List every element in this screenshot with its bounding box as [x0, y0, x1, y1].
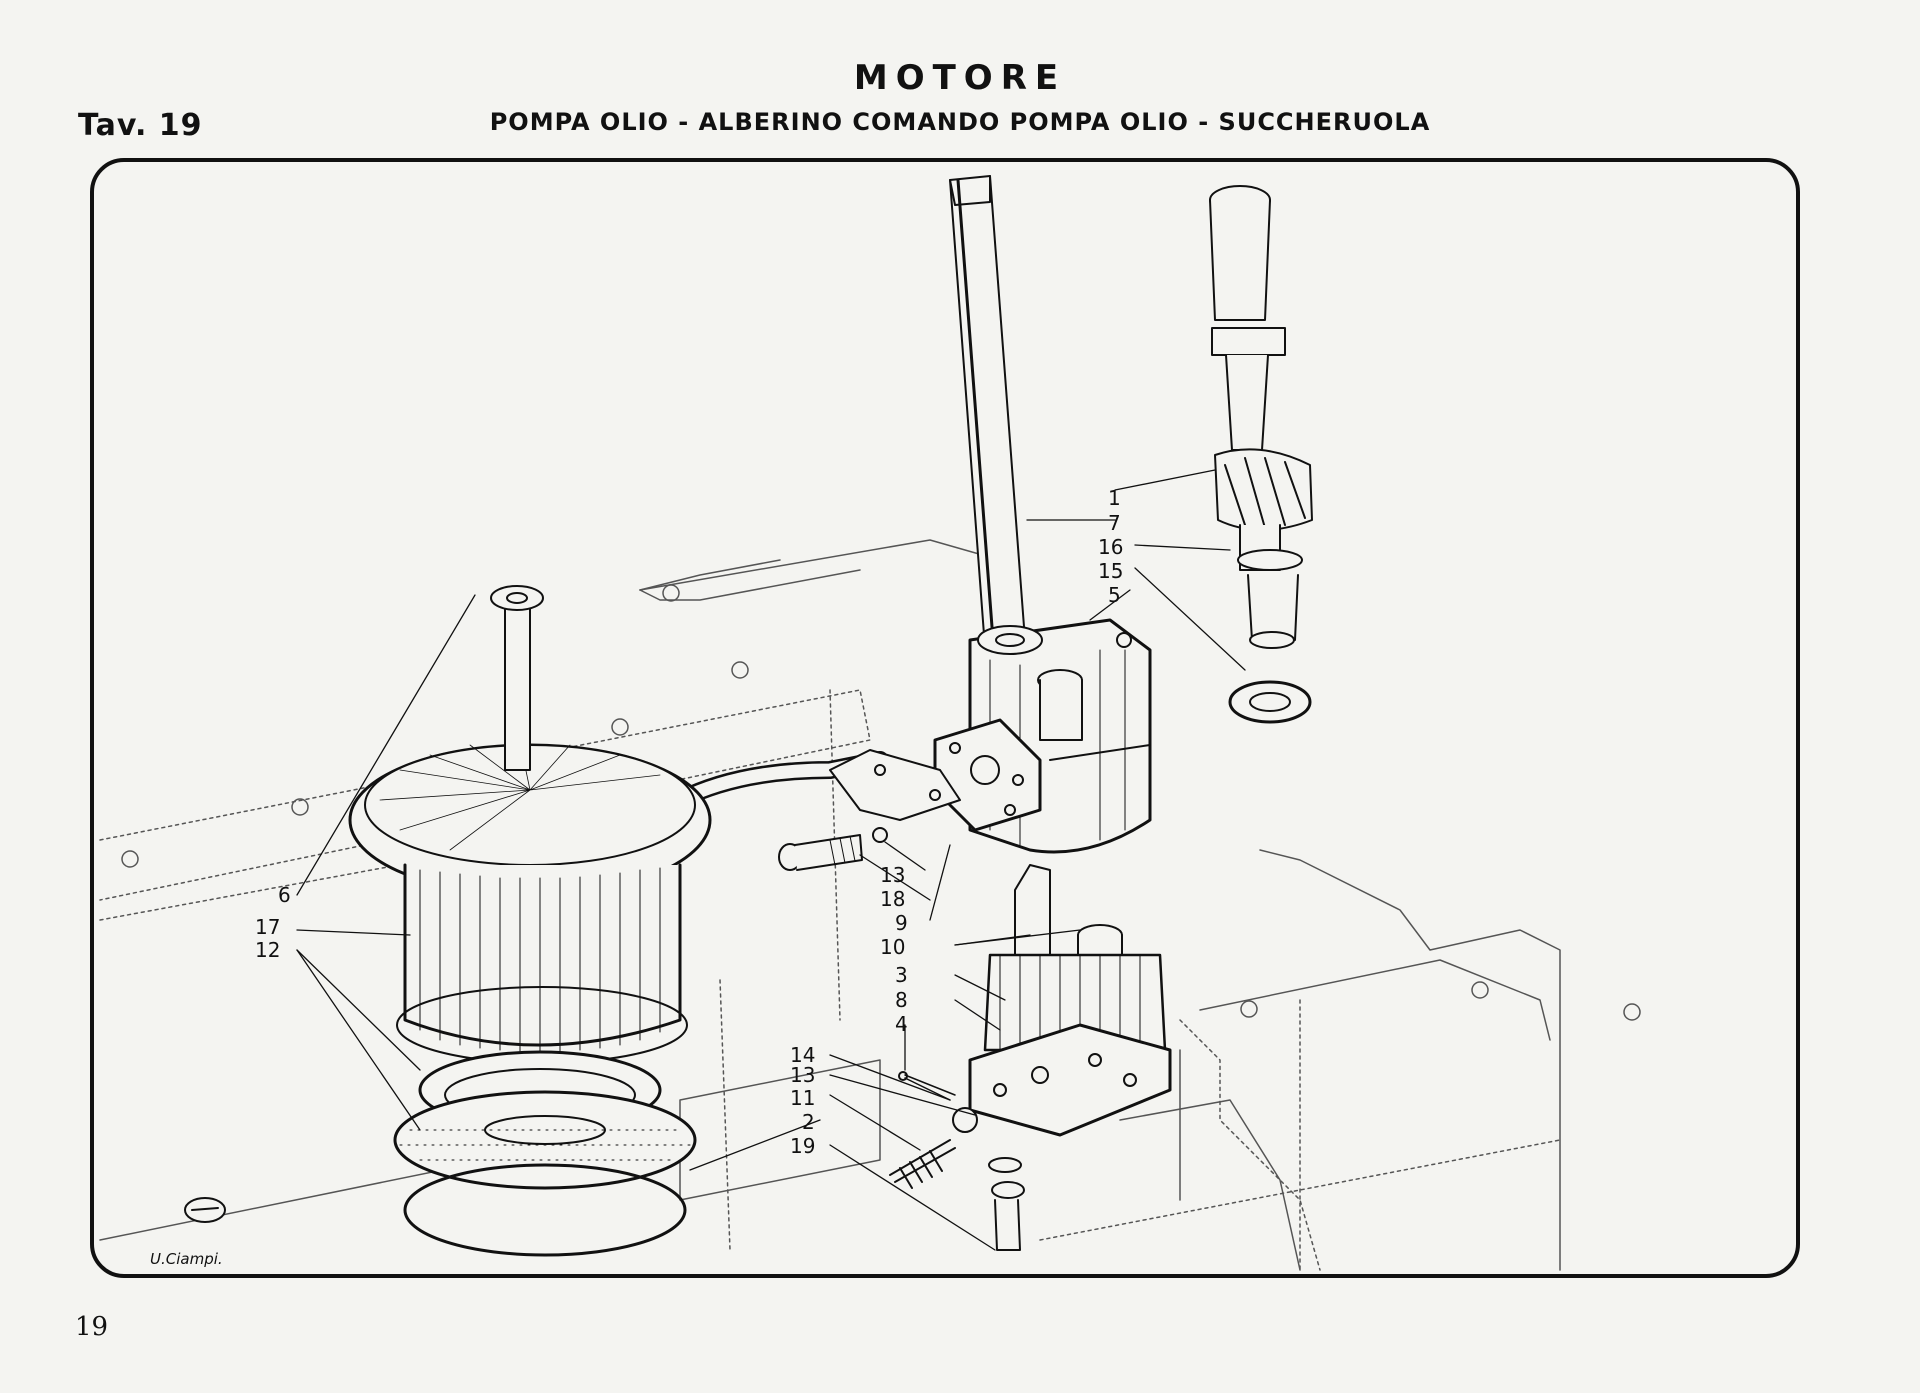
leader-lines: [296, 469, 1246, 1251]
lock-washer: [1228, 680, 1312, 724]
callout-9: 9: [895, 911, 908, 935]
strainer-mesh: [393, 1090, 697, 1190]
plate-subtitle: POMPA OLIO - ALBERINO COMANDO POMPA OLIO…: [489, 108, 1431, 136]
callout-1: 1: [1108, 486, 1121, 510]
strainer-cover: [348, 585, 712, 897]
callout-16: 16: [1098, 535, 1124, 559]
pump-gears: [983, 864, 1167, 1052]
callout-8: 8: [895, 988, 908, 1012]
callout-13-top: 13: [880, 863, 906, 887]
callout-13-bottom: 13: [790, 1063, 816, 1087]
callout-12: 12: [255, 938, 281, 962]
callout-17: 17: [255, 915, 281, 939]
drawing-frame: [90, 158, 1800, 1278]
drain-screw: [184, 1197, 226, 1223]
callout-18: 18: [880, 887, 906, 911]
artist-signature: U.Ciampi.: [150, 1250, 223, 1268]
flange-bolt: [778, 827, 888, 871]
callout-14: 14: [790, 1043, 816, 1067]
plate-label: Tav. 19: [78, 108, 203, 143]
spring-clip: [403, 1163, 687, 1257]
callout-6: 6: [278, 883, 291, 907]
relief-valve-parts: [889, 1107, 1025, 1251]
crankcase-outline: [99, 539, 1641, 1271]
callout-10: 10: [880, 935, 906, 959]
page-number: 19: [75, 1312, 109, 1342]
callout-7: 7: [1108, 511, 1121, 535]
callout-5: 5: [1108, 583, 1121, 607]
callout-4: 4: [895, 1012, 908, 1036]
drive-rod: [949, 175, 1026, 649]
callout-19: 19: [790, 1134, 816, 1158]
callout-11: 11: [790, 1086, 816, 1110]
callout-2: 2: [802, 1110, 815, 1134]
pump-drive-shaft: [1209, 185, 1313, 649]
callout-3: 3: [895, 963, 908, 987]
section-title: MOTORE: [853, 58, 1067, 98]
callout-15: 15: [1098, 559, 1124, 583]
strainer-drum: [396, 863, 688, 1064]
split-pin: [898, 1071, 956, 1101]
